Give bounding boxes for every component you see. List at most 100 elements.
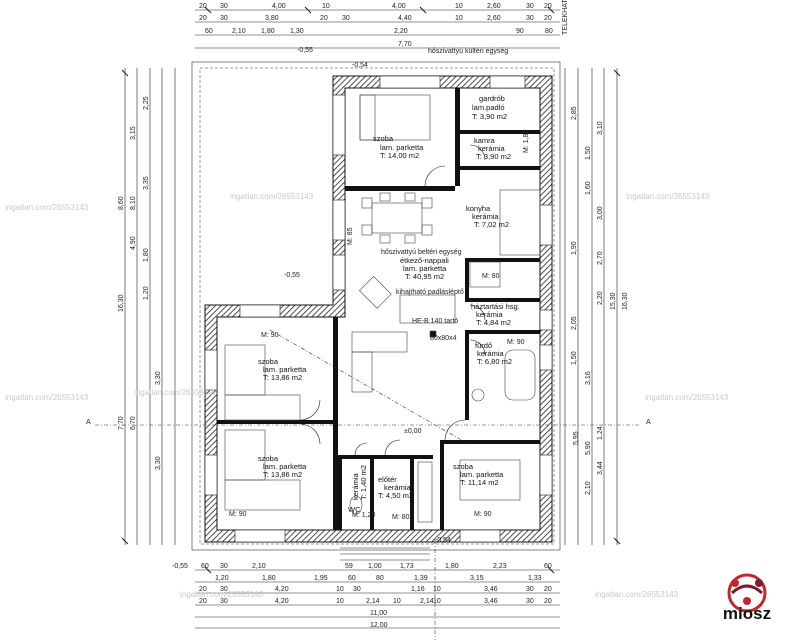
svg-text:2,23: 2,23 bbox=[493, 563, 507, 570]
room-szoba4: szoba lam. parketta T: 11,14 m2 bbox=[453, 462, 504, 487]
svg-text:4,00: 4,00 bbox=[272, 3, 286, 10]
parapet-label: M: 85 bbox=[347, 227, 354, 245]
room-gardrob: gardrób lam.padló T: 3,90 m2 bbox=[472, 94, 507, 121]
svg-text:3,44: 3,44 bbox=[597, 461, 604, 475]
svg-text:T: 3,90 m2: T: 3,90 m2 bbox=[472, 112, 507, 121]
svg-text:1,95: 1,95 bbox=[314, 575, 328, 582]
dims-left: 8,60 16,30 7,70 3,15 8,10 4,90 6,70 2,25… bbox=[118, 96, 162, 470]
watermark-text: ingatlan.com/26553143 bbox=[5, 393, 89, 402]
svg-text:20: 20 bbox=[544, 15, 552, 22]
watermark-text: ingatlan.com/26553143 bbox=[180, 590, 264, 599]
svg-text:15,30: 15,30 bbox=[610, 292, 617, 310]
terrace-outline bbox=[191, 61, 561, 551]
room-kamra: kamra kerámia T: 3,90 m2 bbox=[474, 136, 511, 161]
watermarks: ingatlan.com/26553143 ingatlan.com/26553… bbox=[5, 192, 729, 599]
svg-text:80: 80 bbox=[376, 575, 384, 582]
svg-text:1,80: 1,80 bbox=[143, 248, 150, 262]
svg-text:3,16: 3,16 bbox=[585, 371, 592, 385]
svg-text:kerámia: kerámia bbox=[384, 483, 412, 492]
section-a-left: A bbox=[86, 419, 91, 426]
svg-text:kerámia: kerámia bbox=[477, 349, 505, 358]
svg-text:lam. parketta: lam. parketta bbox=[263, 462, 307, 471]
dimension-lines bbox=[121, 6, 621, 629]
svg-text:20: 20 bbox=[320, 15, 328, 22]
svg-text:60: 60 bbox=[544, 563, 552, 570]
svg-text:3,30: 3,30 bbox=[155, 456, 162, 470]
svg-text:1,50: 1,50 bbox=[585, 146, 592, 160]
svg-text:4,90: 4,90 bbox=[130, 236, 137, 250]
level-label: -0,55 bbox=[172, 563, 188, 570]
door-swings bbox=[299, 144, 486, 456]
beam-label: HE-B 140 tartó bbox=[412, 318, 458, 325]
heat-pump-outdoor-label: hőszivattyú kültéri egység bbox=[428, 48, 508, 55]
svg-text:10: 10 bbox=[336, 598, 344, 605]
svg-text:90: 90 bbox=[516, 28, 524, 35]
parapet-label: M: 80 bbox=[392, 514, 410, 521]
svg-text:30: 30 bbox=[526, 15, 534, 22]
svg-text:szoba: szoba bbox=[373, 134, 394, 143]
svg-text:T: 11,14 m2: T: 11,14 m2 bbox=[460, 478, 499, 487]
svg-text:kamra: kamra bbox=[474, 136, 496, 145]
svg-text:1,33: 1,33 bbox=[528, 575, 542, 582]
svg-text:T: 1,40 m2: T: 1,40 m2 bbox=[359, 465, 368, 500]
svg-text:2,10: 2,10 bbox=[585, 481, 592, 495]
svg-text:3,80: 3,80 bbox=[265, 15, 279, 22]
svg-text:4,40: 4,40 bbox=[398, 15, 412, 22]
miosz-logo bbox=[727, 573, 767, 613]
level-label: -0,54 bbox=[435, 537, 451, 544]
svg-text:30: 30 bbox=[220, 598, 228, 605]
svg-text:30: 30 bbox=[220, 15, 228, 22]
svg-text:10: 10 bbox=[433, 586, 441, 593]
svg-text:T: 6,80 m2: T: 6,80 m2 bbox=[477, 357, 512, 366]
svg-text:8,10: 8,10 bbox=[130, 196, 137, 210]
svg-text:30: 30 bbox=[220, 3, 228, 10]
attic-stair-label: kihajtható padlásléptő bbox=[396, 289, 464, 296]
room-haztartasi: háztartási hsg. kerámia T: 4,84 m2 bbox=[471, 302, 520, 327]
svg-text:T: 40,95 m2: T: 40,95 m2 bbox=[405, 272, 444, 281]
svg-text:2,14: 2,14 bbox=[420, 598, 434, 605]
dims-top: 20 30 4,00 10 4,00 10 2,60 30 20 20 30 3… bbox=[199, 3, 553, 48]
room-furdo: fürdő kerámia T: 6,80 m2 bbox=[475, 341, 512, 366]
parapet-label: M: 90 bbox=[261, 332, 279, 339]
svg-text:80: 80 bbox=[545, 28, 553, 35]
svg-text:10: 10 bbox=[393, 598, 401, 605]
svg-text:1,16: 1,16 bbox=[411, 586, 425, 593]
boundary-label: TELEKHATÁR bbox=[560, 0, 569, 35]
svg-text:20: 20 bbox=[199, 3, 207, 10]
room-labels: szoba lam. parketta T: 14,00 m2 gardrób … bbox=[258, 94, 520, 514]
svg-text:előtér: előtér bbox=[378, 475, 397, 484]
svg-text:fürdő: fürdő bbox=[475, 341, 492, 350]
windows bbox=[204, 75, 553, 543]
svg-text:30: 30 bbox=[353, 586, 361, 593]
svg-text:20: 20 bbox=[544, 598, 552, 605]
svg-text:kerámia: kerámia bbox=[476, 310, 504, 319]
svg-text:2,60: 2,60 bbox=[487, 15, 501, 22]
svg-text:20: 20 bbox=[199, 15, 207, 22]
svg-text:lam. parketta: lam. parketta bbox=[380, 143, 424, 152]
level-label: -0,55 bbox=[284, 272, 300, 279]
svg-text:20: 20 bbox=[544, 586, 552, 593]
svg-text:20: 20 bbox=[199, 586, 207, 593]
svg-text:1,24: 1,24 bbox=[597, 426, 604, 440]
svg-text:2,05: 2,05 bbox=[571, 316, 578, 330]
svg-text:3,15: 3,15 bbox=[130, 126, 137, 140]
svg-text:4,20: 4,20 bbox=[275, 586, 289, 593]
svg-text:3,30: 3,30 bbox=[155, 371, 162, 385]
svg-text:1,80: 1,80 bbox=[445, 563, 459, 570]
svg-text:2,20: 2,20 bbox=[597, 291, 604, 305]
parapet-label: M: 90 bbox=[474, 511, 492, 518]
svg-text:30: 30 bbox=[220, 563, 228, 570]
level-zero-label: ±0,00 bbox=[404, 428, 422, 435]
dims-right: 16,30 15,30 3,10 3,00 2,70 2,20 5,95 5,9… bbox=[571, 106, 629, 495]
svg-text:T: 14,00 m2: T: 14,00 m2 bbox=[380, 151, 419, 160]
svg-text:T: 4,50 m2: T: 4,50 m2 bbox=[378, 491, 413, 500]
watermark-text: ingatlan.com/26553143 bbox=[134, 388, 218, 397]
room-konyha: konyha kerámia T: 7,02 m2 bbox=[466, 204, 509, 229]
svg-text:1,90: 1,90 bbox=[571, 241, 578, 255]
svg-text:30: 30 bbox=[526, 598, 534, 605]
svg-text:kerámia: kerámia bbox=[478, 144, 506, 153]
svg-text:konyha: konyha bbox=[466, 204, 491, 213]
svg-text:4,20: 4,20 bbox=[275, 598, 289, 605]
svg-text:5,95: 5,95 bbox=[573, 431, 580, 445]
section-lines bbox=[95, 329, 640, 640]
